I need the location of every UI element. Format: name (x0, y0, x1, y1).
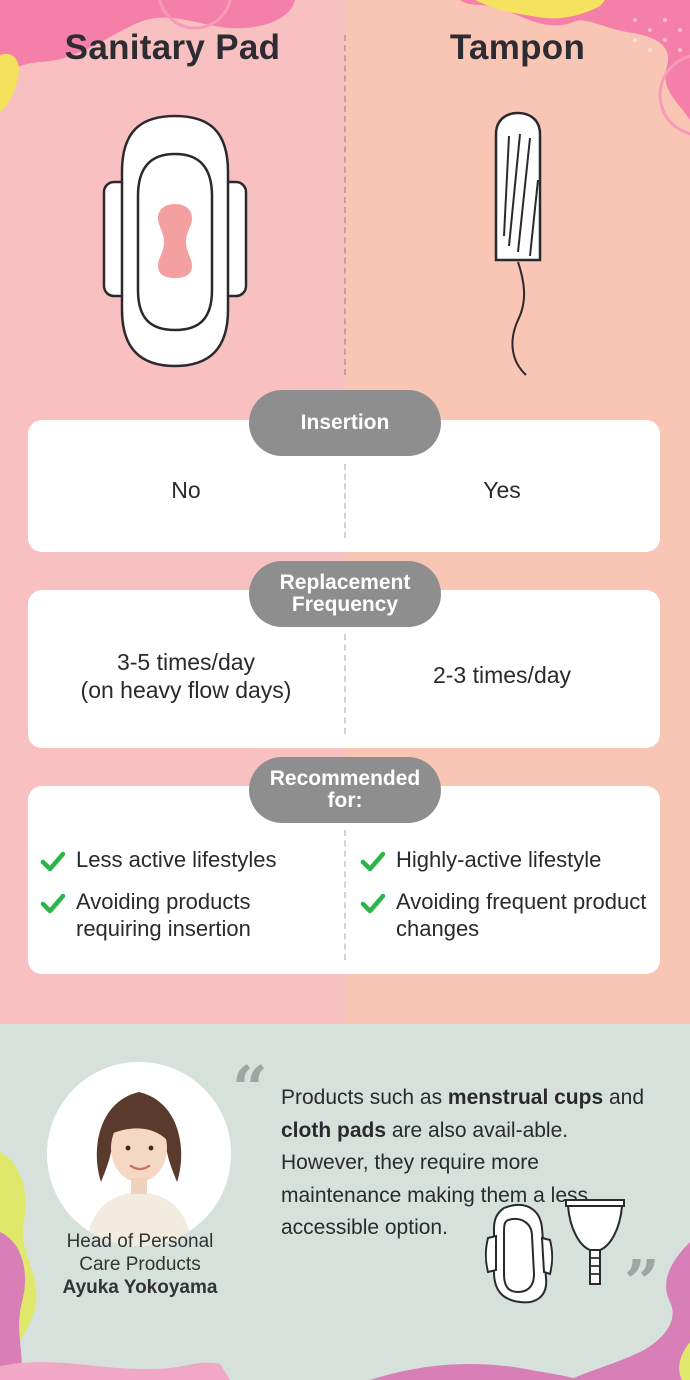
check-icon (40, 893, 66, 914)
insertion-label: Insertion (249, 390, 441, 456)
quote-open-icon: “ (232, 1052, 268, 1125)
tampon-icon (494, 111, 542, 376)
expert-name: Ayuka Yokoyama (62, 1277, 218, 1298)
cloth-pad-icon (484, 1203, 554, 1304)
quote-part-1: Products such as (281, 1086, 448, 1109)
list-item: Highly-active lifestyle (360, 846, 660, 873)
list-item: Avoiding products requiring insertion (40, 888, 340, 942)
card-divider (344, 830, 346, 960)
recommended-label-line2: for: (327, 789, 363, 812)
quote-part-3: are also avail-able. However, they requi… (281, 1118, 588, 1240)
expert-role-line1: Head of Personal (66, 1231, 214, 1252)
tampon-title: Tampon (449, 28, 586, 67)
replacement-tampon-value: 2-3 times/day (432, 662, 572, 688)
column-divider (344, 35, 346, 375)
decor-blob-top-left (0, 0, 295, 112)
quote-close-icon: ” (624, 1246, 660, 1319)
expert-quote: Products such as menstrual cups and clot… (281, 1082, 651, 1245)
replacement-label-line1: Replacement (279, 571, 411, 594)
decor-blob-bottom-right (570, 1242, 690, 1380)
card-divider (344, 464, 346, 538)
recommended-label: Recommended for: (249, 757, 441, 823)
insertion-tampon-value: Yes (483, 477, 521, 503)
replacement-pad-line2: (on heavy flow days) (80, 677, 292, 703)
decor-pattern-bottom (0, 1362, 580, 1380)
recommended-tampon-list: Highly-active lifestyle Avoiding frequen… (360, 846, 660, 957)
recommended-pad-item-1: Less active lifestyles (76, 847, 277, 872)
list-item: Less active lifestyles (40, 846, 340, 873)
avatar (47, 1062, 231, 1246)
recommended-pad-item-2: Avoiding products requiring insertion (76, 889, 251, 941)
check-icon (360, 851, 386, 872)
insertion-label-text: Insertion (300, 411, 390, 434)
expert-caption: Head of Personal Care Products Ayuka Yok… (30, 1230, 250, 1299)
quote-bold-menstrual-cups: menstrual cups (447, 1086, 604, 1109)
replacement-label-line2: Frequency (291, 593, 399, 616)
check-icon (40, 851, 66, 872)
card-divider (344, 634, 346, 734)
insertion-pad-value: No (171, 477, 201, 503)
replacement-pad-line1: 3-5 times/day (116, 649, 256, 675)
replacement-label: Replacement Frequency (249, 561, 441, 627)
quote-bold-cloth-pads: cloth pads (281, 1118, 387, 1142)
expert-role-line2: Care Products (79, 1254, 201, 1275)
recommended-tampon-item-1: Highly-active lifestyle (396, 847, 602, 872)
list-item: Avoiding frequent product changes (360, 888, 660, 942)
check-icon (360, 893, 386, 914)
replacement-pad-value: 3-5 times/day (on heavy flow days) (28, 648, 344, 704)
recommended-label-line1: Recommended (269, 767, 421, 790)
menstrual-cup-icon (565, 1199, 625, 1285)
quote-part-2: and (603, 1086, 645, 1109)
recommended-pad-list: Less active lifestyles Avoiding products… (40, 846, 340, 957)
decor-blob-bottom-left (0, 1152, 37, 1380)
recommended-tampon-item-2: Avoiding frequent product changes (396, 889, 647, 941)
decor-blob-top-right (460, 0, 690, 136)
person-portrait-icon (47, 1062, 231, 1246)
sanitary-pad-title: Sanitary Pad (64, 28, 281, 67)
sanitary-pad-icon (102, 114, 248, 368)
